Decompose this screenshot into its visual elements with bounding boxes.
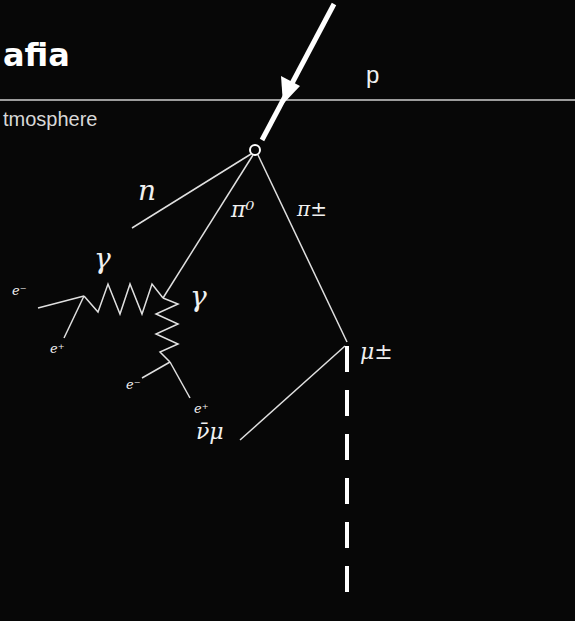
particle-label: e⁺ [50,342,65,356]
photon-wave [156,298,178,362]
region-label: tmosphere [3,108,98,130]
title: afia [3,38,70,73]
particle-label: ν̄μ [196,420,224,444]
photon-wave [84,284,163,314]
pion-neutral-track [163,155,253,298]
particle-label: γ [190,282,207,313]
neutrino-track [240,346,345,440]
pion-charged-track [258,155,347,342]
particle-label: n [138,176,156,207]
muon-track [345,346,349,608]
interaction-vertex [250,145,260,155]
particle-label: π± [297,198,327,220]
particle-label: μ± [360,340,393,364]
positron-track [64,296,84,338]
electron-track [38,296,84,308]
particle-label: e⁻ [12,284,27,298]
positron-track [170,362,190,398]
electron-track [142,362,170,378]
particle-label: e⁻ [126,378,141,392]
atmosphere-boundary [0,99,575,101]
arrow-head [281,76,300,104]
particle-label: γ [94,244,111,275]
particle-label: p [366,62,379,88]
primary-proton-track [262,4,334,140]
particle-label: e⁺ [194,402,209,416]
particle-label: π⁰ [231,198,254,222]
